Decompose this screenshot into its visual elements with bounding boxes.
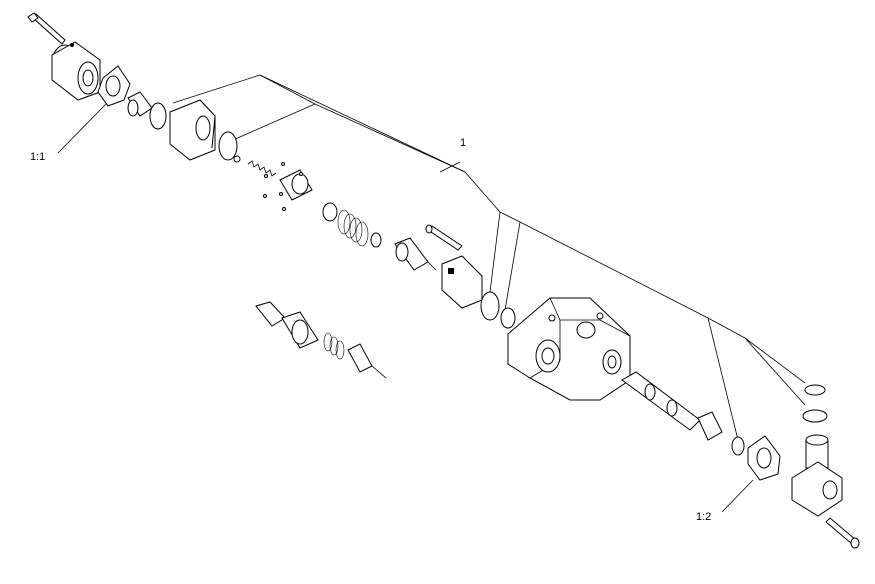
o-ring-right-lower bbox=[802, 409, 828, 423]
bolt-mid bbox=[425, 224, 463, 251]
spring-small bbox=[247, 160, 277, 177]
o-ring-right bbox=[731, 436, 745, 456]
bolt-top-left bbox=[27, 12, 66, 45]
gasket-1-1 bbox=[97, 65, 131, 107]
end-cover-1-1 bbox=[51, 41, 101, 101]
small-ball bbox=[233, 155, 241, 163]
pilot-assembly bbox=[255, 301, 387, 379]
callout-1-2: 1:2 bbox=[696, 511, 711, 523]
leader-lines bbox=[172, 74, 806, 441]
o-ring-right-upper bbox=[804, 384, 826, 396]
sleeve-mid bbox=[394, 237, 437, 271]
leader-1-2 bbox=[721, 479, 754, 513]
gasket-1-2 bbox=[747, 435, 781, 481]
spring-large bbox=[337, 209, 382, 248]
end-fitting-right bbox=[791, 434, 843, 517]
coupling-block bbox=[441, 255, 483, 309]
o-ring-mid-1 bbox=[480, 291, 500, 321]
callout-1-1: 1:1 bbox=[30, 151, 45, 163]
o-ring-mid-2 bbox=[500, 307, 516, 329]
bolt-bottom-right bbox=[825, 517, 860, 549]
leader-1-1 bbox=[57, 102, 108, 154]
main-valve-body bbox=[507, 297, 631, 401]
spool-left bbox=[263, 162, 338, 222]
sleeve-left bbox=[127, 91, 167, 130]
o-ring-block bbox=[218, 131, 238, 161]
block-housing bbox=[169, 99, 216, 161]
callout-1: 1 bbox=[460, 137, 466, 149]
spool-right bbox=[621, 371, 723, 441]
